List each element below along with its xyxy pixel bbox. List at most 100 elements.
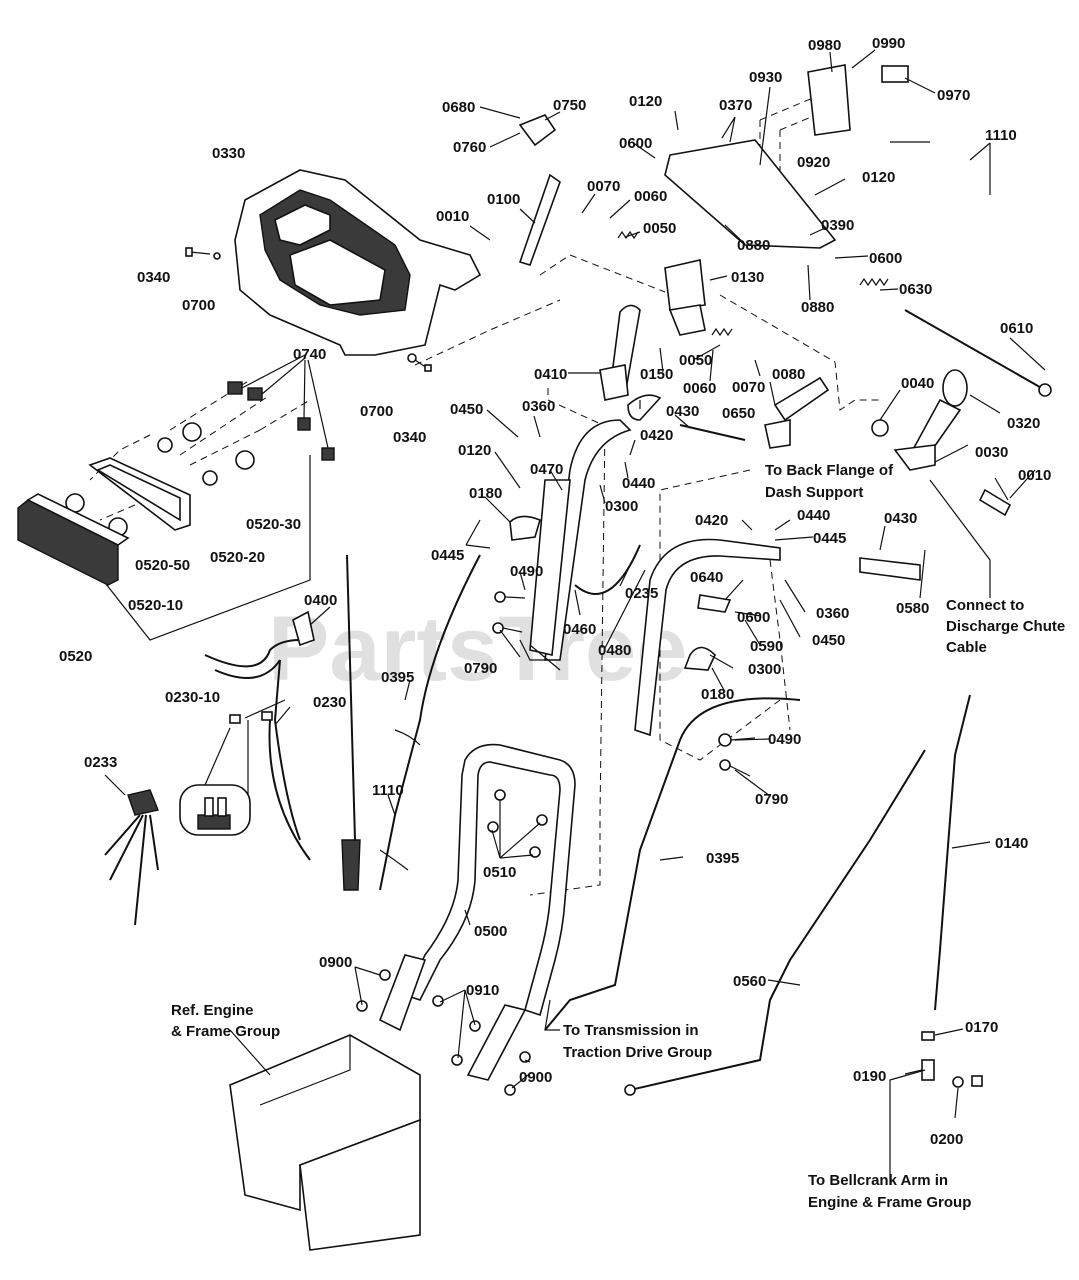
label-0420-top: 0420 (640, 427, 673, 444)
label-0750: 0750 (553, 97, 586, 114)
label-0300-right: 0300 (748, 661, 781, 678)
label-0500: 0500 (474, 923, 507, 940)
label-0700-bottom: 0700 (360, 403, 393, 420)
label-0510: 0510 (483, 864, 516, 881)
label-0120-mid: 0120 (458, 442, 491, 459)
label-0235: 0235 (625, 585, 658, 602)
right-hardware (492, 515, 756, 777)
label-0040: 0040 (901, 375, 934, 392)
label-0480: 0480 (598, 642, 631, 659)
note-transmission-line1: To Transmission in (563, 1022, 699, 1039)
lower-handle (378, 743, 576, 1081)
label-0330: 0330 (212, 145, 245, 162)
label-0900-left: 0900 (319, 954, 352, 971)
watermark: PartsTree (268, 598, 687, 700)
label-0880-top: 0880 (737, 237, 770, 254)
note-bellcrank-line1: To Bellcrank Arm in (808, 1172, 948, 1189)
part-labels: 0980 0990 0970 0930 0370 0120 0680 0750 … (59, 35, 1051, 1148)
label-0630: 0630 (899, 281, 932, 298)
label-0233: 0233 (84, 754, 117, 771)
cable-bracket (764, 376, 830, 449)
label-0070-top: 0070 (587, 178, 620, 195)
label-0740: 0740 (293, 346, 326, 363)
leader-lines (104, 49, 1046, 1185)
note-connect-line3: Cable (946, 639, 987, 656)
note-bellcrank-line2: Engine & Frame Group (808, 1194, 971, 1211)
label-0410: 0410 (534, 366, 567, 383)
label-0980: 0980 (808, 37, 841, 54)
label-0930: 0930 (749, 69, 782, 86)
label-0060-top: 0060 (634, 188, 667, 205)
chute-lever (871, 369, 1012, 517)
label-0320: 0320 (1007, 415, 1040, 432)
label-0650: 0650 (722, 405, 755, 422)
label-0590: 0590 (750, 638, 783, 655)
fuse-detail (179, 720, 251, 836)
label-0520-10: 0520-10 (128, 597, 183, 614)
label-0520-30: 0520-30 (246, 516, 301, 533)
label-0600-top: 0600 (619, 135, 652, 152)
note-connect-line1: Connect to (946, 597, 1024, 614)
label-0340-left: 0340 (137, 269, 170, 286)
label-0340-bottom: 0340 (393, 429, 426, 446)
label-0790-right: 0790 (755, 791, 788, 808)
label-0680: 0680 (442, 99, 475, 116)
note-ref-engine-line1: Ref. Engine (171, 1002, 254, 1019)
label-0180-right: 0180 (701, 686, 734, 703)
label-0580: 0580 (896, 600, 929, 617)
label-0910: 0910 (466, 982, 499, 999)
label-0300-top: 0300 (605, 498, 638, 515)
label-0600-right: 0600 (869, 250, 902, 267)
label-0490-right: 0490 (768, 731, 801, 748)
label-1110-mid: 1110 (372, 782, 404, 799)
label-0880-bottom: 0880 (801, 299, 834, 316)
label-0180-top: 0180 (469, 485, 502, 502)
label-0430-left: 0430 (666, 403, 699, 420)
label-0900-bottom: 0900 (519, 1069, 552, 1086)
springs (617, 230, 889, 337)
headlight-bolts (227, 354, 335, 461)
label-0100: 0100 (487, 191, 520, 208)
label-0060-mid: 0060 (683, 380, 716, 397)
label-0560: 0560 (733, 973, 766, 990)
label-0050-mid: 0050 (679, 352, 712, 369)
label-0230: 0230 (313, 694, 346, 711)
note-back-flange-line1: To Back Flange of (765, 462, 894, 479)
label-0460: 0460 (563, 621, 596, 638)
label-0370: 0370 (719, 97, 752, 114)
label-0610: 0610 (1000, 320, 1033, 337)
label-0520-20: 0520-20 (210, 549, 265, 566)
label-0600-lower: 0600 (737, 609, 770, 626)
label-0920: 0920 (797, 154, 830, 171)
headlight-assembly (17, 422, 255, 586)
label-0430-right: 0430 (884, 510, 917, 527)
label-0400: 0400 (304, 592, 337, 609)
engine-frame (229, 1034, 421, 1251)
label-0360-right: 0360 (816, 605, 849, 622)
label-0490-left: 0490 (510, 563, 543, 580)
label-0120-right: 0120 (862, 169, 895, 186)
label-0760: 0760 (453, 139, 486, 156)
label-0790-left: 0790 (464, 660, 497, 677)
label-0360-top: 0360 (522, 398, 555, 415)
note-ref-engine-line2: & Frame Group (171, 1023, 280, 1040)
label-0080: 0080 (772, 366, 805, 383)
bellcrank-hardware (624, 1031, 983, 1096)
label-0450-top: 0450 (450, 401, 483, 418)
label-0520: 0520 (59, 648, 92, 665)
dash-cover (234, 169, 482, 356)
note-connect-line2: Discharge Chute (946, 618, 1065, 635)
label-0050-top: 0050 (643, 220, 676, 237)
label-0640: 0640 (690, 569, 723, 586)
label-0440-right: 0440 (797, 507, 830, 524)
label-0395-right: 0395 (706, 850, 739, 867)
label-0520-50: 0520-50 (135, 557, 190, 574)
label-0395-left: 0395 (381, 669, 414, 686)
label-0470: 0470 (530, 461, 563, 478)
right-grip (859, 557, 921, 581)
label-0420-right: 0420 (695, 512, 728, 529)
screws-left-cover (185, 247, 432, 372)
label-0190: 0190 (853, 1068, 886, 1085)
callout-notes: To Back Flange of Dash Support Connect t… (171, 462, 1065, 1211)
